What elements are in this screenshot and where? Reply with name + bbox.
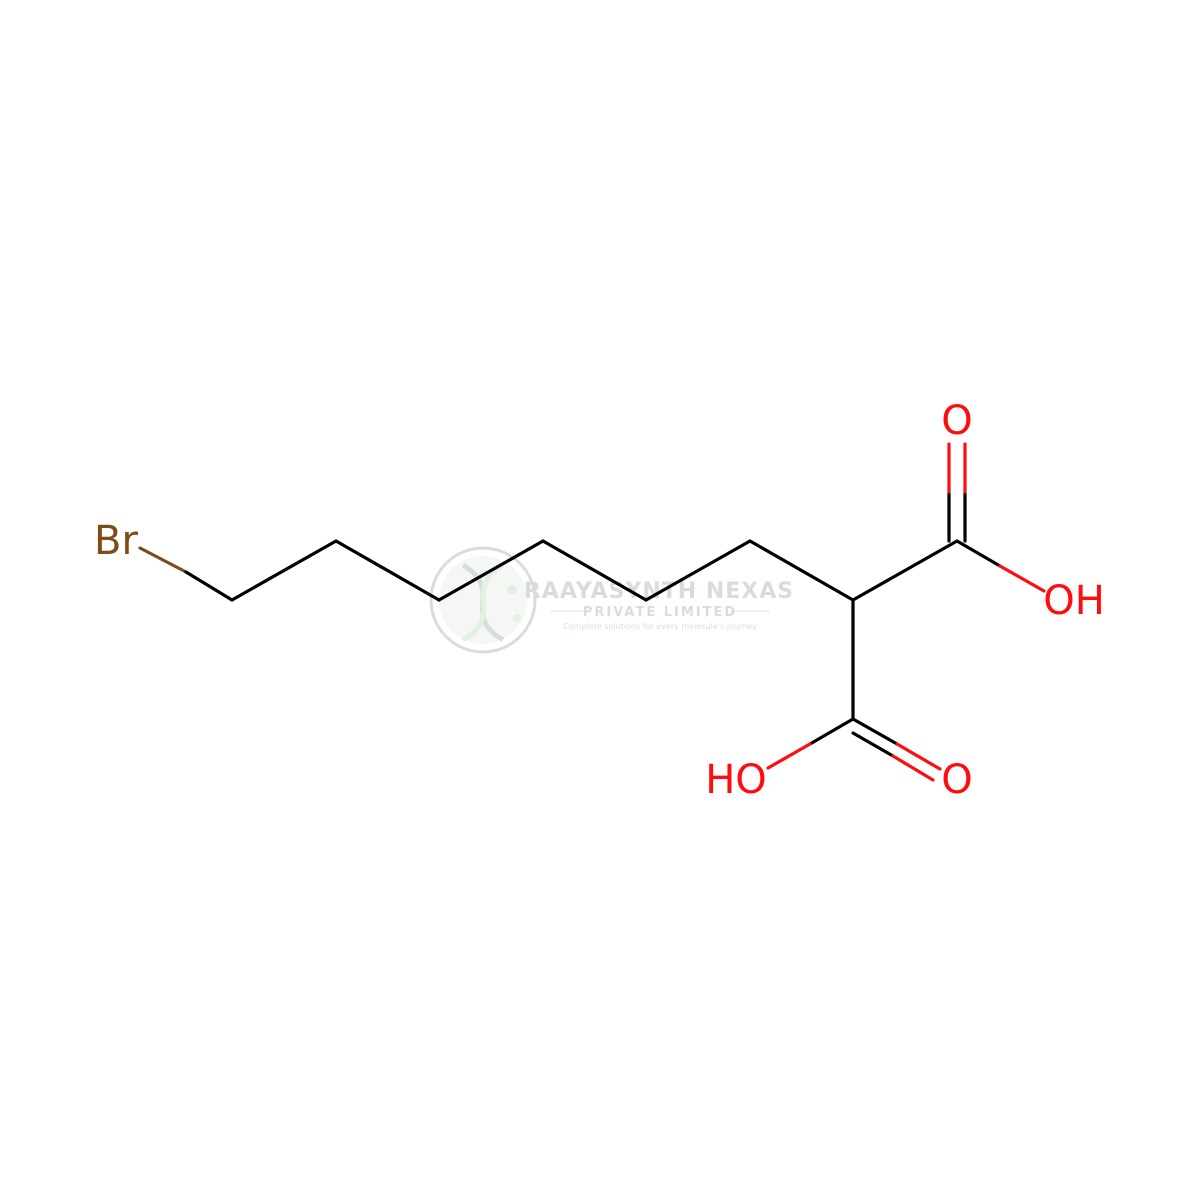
bond-cooh2-o-double-a-c (851, 717, 899, 746)
bond-c2-c3 (334, 539, 441, 602)
atom-label-carbonyl-o-upper: O (941, 398, 972, 444)
bond-c7-cooh1 (851, 539, 959, 602)
bond-cooh2-o-double-a-o (895, 742, 942, 771)
bond-cooh2-oh-o (766, 742, 812, 770)
bond-c1-c2 (230, 539, 338, 602)
watermark-logo-icon (429, 546, 537, 654)
atom-label-br: Br (94, 518, 138, 564)
watermark-subtitle: PRIVATE LIMITED (583, 605, 737, 620)
bond-br-c1-c-part (184, 570, 234, 602)
bond-cooh2-oh-c (808, 717, 855, 746)
bonds (138, 442, 1046, 782)
watermark: RAAYASYNTH NEXAS PRIVATE LIMITED Complet… (429, 546, 793, 654)
atom-label-carbonyl-o-lower: O (941, 757, 972, 803)
atom-labels: Br O OH O HO (94, 398, 1105, 803)
bond-br-c1-br-part (138, 546, 188, 574)
bond-cooh1-oh-c (955, 539, 1002, 568)
bond-c6-c7 (748, 539, 855, 602)
bond-c3-c4 (437, 539, 545, 602)
bond-cooh2-o-double-b-c (851, 731, 895, 758)
atom-label-hydroxyl-lower: HO (705, 757, 767, 803)
bond-c5-c6 (644, 539, 752, 602)
bond-cooh1-oh-o (998, 564, 1046, 593)
watermark-tagline: Complete solutions for every molecule's … (563, 622, 757, 631)
bond-cooh2-o-double-b-o (891, 754, 935, 782)
atom-label-hydroxyl-upper: OH (1043, 578, 1105, 624)
bond-c4-c5 (541, 539, 648, 602)
